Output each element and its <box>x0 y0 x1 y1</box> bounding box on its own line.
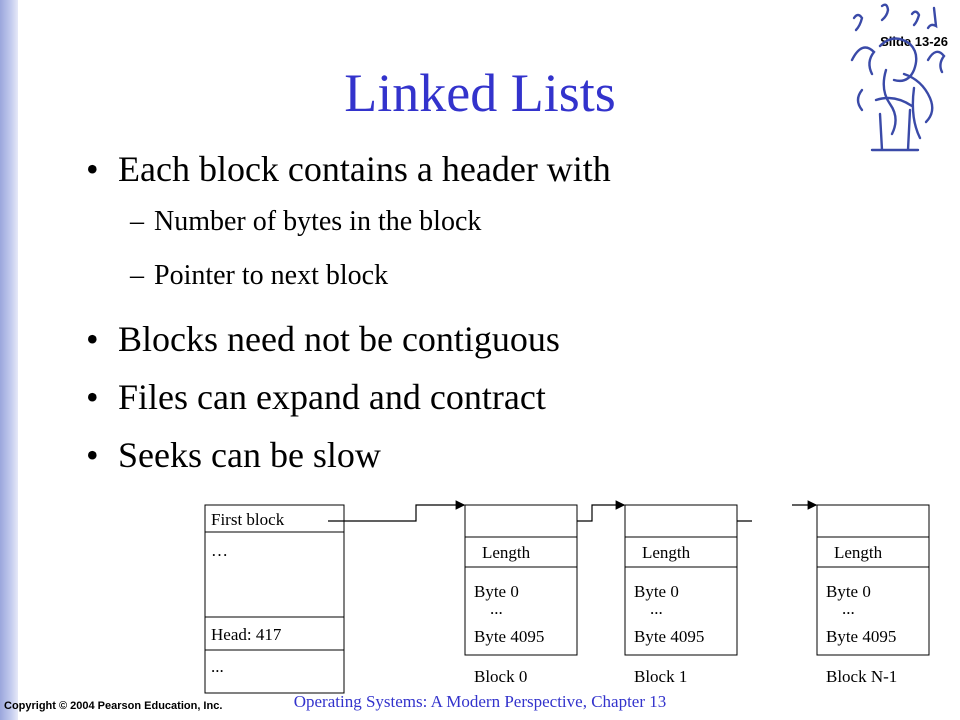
disk-block: Length Byte 0 ... Byte 4095 Block 1 <box>624 504 738 686</box>
bullet-text: Blocks need not be contiguous <box>118 319 560 359</box>
block-byte0-label: Byte 0 <box>634 582 679 601</box>
disk-block: Length Byte 0 ... Byte 4095 Block N-1 <box>816 504 930 686</box>
block-byte0-label: Byte 0 <box>474 582 519 601</box>
first-block-label: First block <box>211 510 285 529</box>
bullet-dot: • <box>86 435 99 475</box>
block-box <box>464 504 578 656</box>
block-byte0-label: Byte 0 <box>826 582 871 601</box>
bullet-text: Seeks can be slow <box>118 435 381 475</box>
block-length-label: Length <box>482 543 531 562</box>
musician-logo-icon <box>850 3 946 152</box>
block-length-label: Length <box>642 543 691 562</box>
bullet-item: • Seeks can be slow <box>86 434 381 476</box>
course-footer: Operating Systems: A Modern Perspective,… <box>293 692 667 711</box>
bullet-dot: • <box>86 149 99 189</box>
table-ellipsis: … <box>211 541 228 560</box>
file-table: First block … Head: 417 ... <box>204 504 345 694</box>
disk-block: Length Byte 0 ... Byte 4095 Block 0 <box>464 504 578 686</box>
block-box <box>816 504 930 656</box>
block-dots: ... <box>490 599 503 618</box>
sub-bullet-item: –Pointer to next block <box>130 260 388 292</box>
block-name-label: Block 0 <box>474 667 527 686</box>
head-label: Head: 417 <box>211 625 282 644</box>
block-dots: ... <box>842 599 855 618</box>
bullet-item: • Each block contains a header with <box>86 148 611 190</box>
table-dots: ... <box>211 657 224 676</box>
bullet-dot: • <box>86 319 99 359</box>
sub-bullet-dash: – <box>130 260 144 291</box>
bullet-item: • Files can expand and contract <box>86 376 546 418</box>
block-name-label: Block N-1 <box>826 667 897 686</box>
file-table-box <box>204 504 345 694</box>
bullet-dot: • <box>86 377 99 417</box>
slide-title: Linked Lists <box>344 63 616 123</box>
block-last-byte-label: Byte 4095 <box>474 627 544 646</box>
bullet-text: Files can expand and contract <box>118 377 546 417</box>
sub-bullet-text: Pointer to next block <box>154 260 389 291</box>
sub-bullet-dash: – <box>130 206 144 237</box>
copyright-notice: Copyright © 2004 Pearson Education, Inc. <box>4 700 223 712</box>
block-name-label: Block 1 <box>634 667 687 686</box>
block-last-byte-label: Byte 4095 <box>634 627 704 646</box>
pointer-arrow <box>328 500 466 522</box>
sub-bullet-text: Number of bytes in the block <box>154 206 482 237</box>
block-last-byte-label: Byte 4095 <box>826 627 896 646</box>
bullet-item: • Blocks need not be contiguous <box>86 318 560 360</box>
sub-bullet-item: –Number of bytes in the block <box>130 206 481 238</box>
block-dots: ... <box>650 599 663 618</box>
bullet-text: Each block contains a header with <box>118 149 611 189</box>
block-box <box>624 504 738 656</box>
left-sidebar-bar <box>0 0 18 720</box>
block-length-label: Length <box>834 543 883 562</box>
